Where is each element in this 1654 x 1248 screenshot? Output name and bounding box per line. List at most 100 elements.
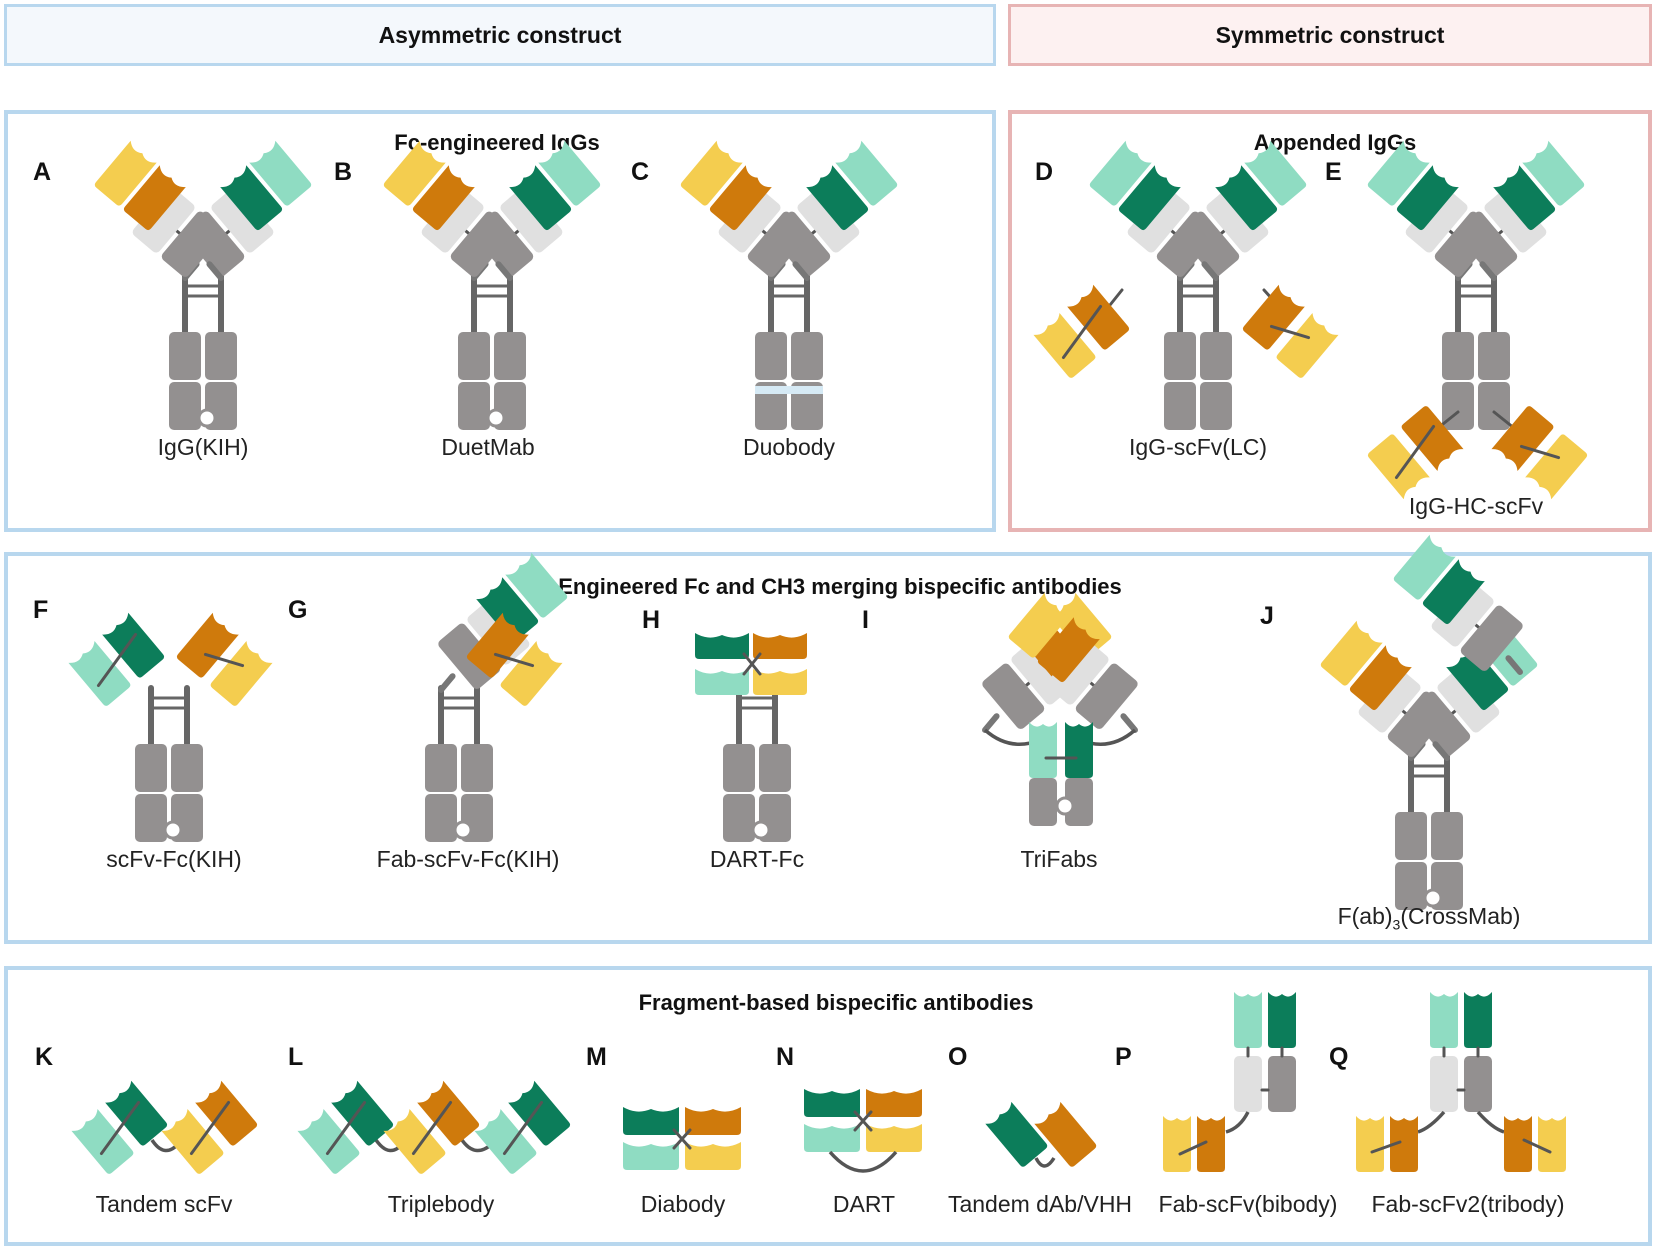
knob-into-hole <box>197 408 217 428</box>
knob-into-hole <box>751 820 771 840</box>
ch2-domain-right <box>494 332 526 380</box>
scfv-vh <box>210 640 273 706</box>
ch2-domain-right <box>171 744 203 792</box>
ch1-domain <box>1460 605 1523 671</box>
ch3-domain-left <box>1164 382 1196 430</box>
vh-domain <box>476 577 539 643</box>
scfv-vh <box>1276 312 1339 378</box>
scfv-arm-right <box>466 612 563 706</box>
engineered-fc-panel <box>4 552 1652 944</box>
bibody-ch1 <box>1268 1056 1296 1112</box>
duobody-mutation-band <box>755 386 823 394</box>
ch2-domain-left <box>458 332 490 380</box>
letter-O: O <box>948 1043 968 1071</box>
letter-G: G <box>288 596 308 624</box>
vl-domain <box>94 140 157 206</box>
ch1-domain <box>1156 211 1219 277</box>
dart-fc-diagram <box>695 633 807 842</box>
hc-scfv-right <box>1491 406 1588 500</box>
ch1-domain <box>1075 663 1138 729</box>
bibody-vh <box>1268 992 1296 1048</box>
vl-domain <box>505 552 568 618</box>
vh-domain <box>1118 165 1181 231</box>
hinge-link <box>1201 261 1219 281</box>
cl-domain <box>1358 667 1421 733</box>
label-fab3-main: F(ab) <box>1337 903 1393 929</box>
vh-domain <box>509 165 572 231</box>
label-trifabs: TriFabs <box>1020 846 1098 872</box>
ch3-domain-left <box>458 382 490 430</box>
hc-linker-right <box>1492 410 1516 430</box>
label-dart-fc: DART-Fc <box>709 846 805 872</box>
knob-into-hole <box>1423 888 1443 908</box>
ch2-domain-left <box>135 744 167 792</box>
ch3-domain-left <box>723 794 755 842</box>
scfv-linker <box>325 1100 367 1156</box>
cl-domain <box>1431 581 1494 647</box>
tribody-vl <box>1430 992 1458 1048</box>
appended-scfv-right <box>1242 284 1339 378</box>
tribody-linker-left <box>1417 1110 1446 1134</box>
letter-M: M <box>586 1043 607 1071</box>
ch1-domain <box>982 663 1045 729</box>
asymmetric-construct-header: Asymmetric construct <box>4 4 996 66</box>
diabody-vl-1 <box>623 1142 679 1170</box>
cl-domain <box>500 187 563 253</box>
vh-domain <box>806 165 869 231</box>
vl-domain <box>1008 592 1071 658</box>
scfv-vl <box>466 612 529 678</box>
scfv-vh <box>500 640 563 706</box>
knob-into-hole <box>486 408 506 428</box>
scfv-vh <box>508 1080 571 1146</box>
label-igg-scfv-lc: IgG-scFv(LC) <box>1129 434 1267 460</box>
ch2-domain-left <box>425 744 457 792</box>
label-fab3-subscript: 3 <box>1392 916 1401 933</box>
label-duetmab: DuetMab <box>441 434 535 460</box>
igg-hc-scfv-diagram <box>1367 140 1585 430</box>
trifab-center-vh <box>1065 722 1093 778</box>
tribody-scfv2-vl <box>1538 1116 1566 1172</box>
fab3-crossmab-diagram <box>1320 534 1538 910</box>
trifab-ch3-right <box>1065 778 1093 826</box>
letter-H: H <box>642 606 661 634</box>
tribody-linker-right <box>1476 1110 1505 1134</box>
hinge-link <box>495 261 513 281</box>
tribody-scfv1-vl <box>1356 1116 1384 1172</box>
hinge-link <box>438 673 456 693</box>
ch2-domain-right <box>1200 332 1232 380</box>
vl-domain <box>1320 620 1383 686</box>
letter-F: F <box>33 596 49 624</box>
ch1-domain <box>1387 691 1450 757</box>
vh-domain <box>1396 165 1459 231</box>
ch2-domain-left <box>1164 332 1196 380</box>
bibody-cl <box>1234 1056 1262 1112</box>
label-scfv-fc-kih: scFv-Fc(KIH) <box>106 846 242 872</box>
letter-A: A <box>33 158 52 186</box>
vhh-1 <box>985 1101 1048 1167</box>
fab-scfv2-tribody-diagram <box>1356 992 1566 1172</box>
scfv-linker <box>502 1100 544 1156</box>
scfv-linker <box>411 1100 453 1156</box>
scfv-vh <box>331 1080 394 1146</box>
tribody-scfv2-vh <box>1504 1116 1532 1172</box>
dart-vh-2 <box>753 633 807 659</box>
hinge-link <box>206 261 224 281</box>
dart-diagram <box>804 1089 922 1173</box>
scfv-vh <box>1401 406 1464 472</box>
vl-domain <box>680 140 743 206</box>
vl-domain <box>835 140 898 206</box>
igg-scfv-lc-diagram <box>1089 140 1307 430</box>
vh-domain <box>1493 165 1556 231</box>
scfv-vl <box>1033 312 1096 378</box>
tribody-ch1 <box>1464 1056 1492 1112</box>
label-diabody: Diabody <box>640 1191 726 1217</box>
scfv-vl <box>1491 406 1554 472</box>
scfv-linker <box>1394 424 1436 480</box>
cl-domain <box>1405 187 1468 253</box>
symmetric-construct-header: Symmetric construct <box>1008 4 1652 66</box>
vl-domain <box>1522 140 1585 206</box>
letter-L: L <box>288 1043 304 1071</box>
fab-scfv-fc-kih-diagram <box>425 552 568 842</box>
label-fab-scfv-fc-kih: Fab-scFv-Fc(KIH) <box>376 846 560 872</box>
ch1-domain <box>161 211 224 277</box>
